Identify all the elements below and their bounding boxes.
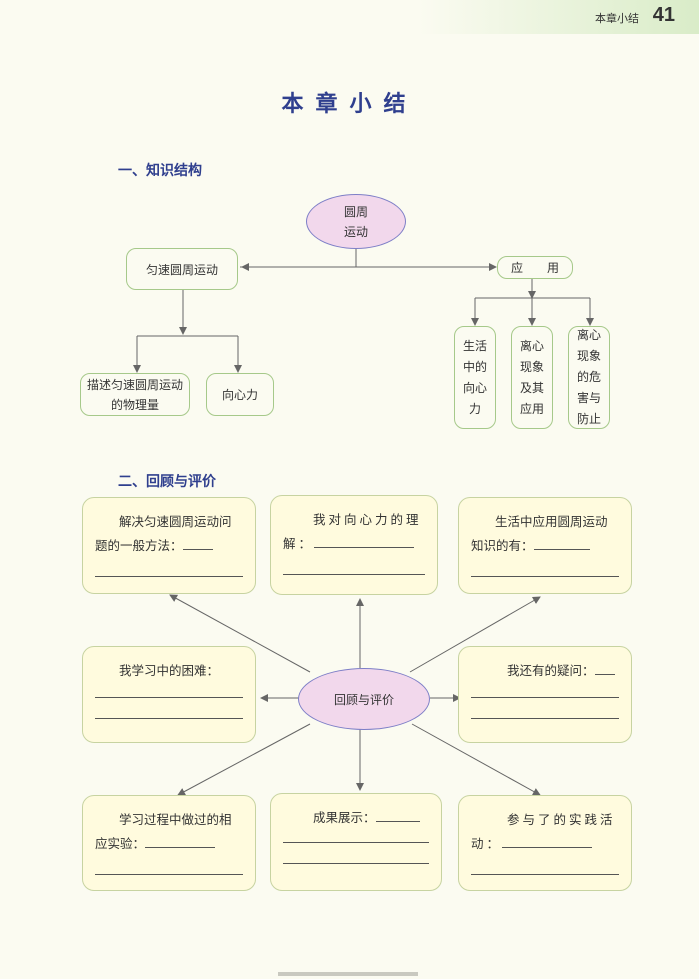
answer-blank[interactable] — [314, 533, 415, 548]
answer-line[interactable] — [471, 697, 619, 698]
review-box-everyday-applications: 生活中应用圆周运动知识的有： — [458, 497, 632, 594]
review-box-experiments: 学习过程中做过的相应实验： — [82, 795, 256, 891]
node-application: 应 用 — [497, 256, 573, 279]
review-box-achievements: 成果展示： — [270, 793, 442, 891]
node-uniform-circular-motion-label: 匀速圆周运动 — [145, 262, 218, 277]
review-box-difficulties-prompt: 我学习中的困难： — [119, 663, 220, 678]
node-app-everyday-centripetal-label: 生活中的向心力 — [462, 338, 487, 416]
review-center-label: 回顾与评价 — [333, 692, 394, 707]
node-app-centrifugal-uses: 离心现象及其应用 — [511, 326, 553, 429]
review-box-everyday-applications-prompt: 生活中应用圆周运动知识的有： — [471, 514, 608, 553]
answer-blank[interactable] — [533, 535, 590, 550]
review-box-practical-activities: 参与了的实践活动： — [458, 795, 632, 891]
answer-blank[interactable] — [375, 807, 420, 822]
page-number: 41 — [652, 4, 675, 26]
answer-line[interactable] — [95, 697, 243, 698]
node-circular-motion: 圆周运动 — [306, 194, 406, 249]
node-app-centrifugal-uses-label: 离心现象及其应用 — [519, 338, 544, 416]
node-circular-motion-label: 圆周运动 — [343, 204, 368, 239]
section-heading-knowledge-structure: 一、知识结构 — [118, 163, 202, 179]
node-describe-quantities: 描述匀速圆周运动的物理量 — [80, 373, 190, 416]
review-box-centripetal-understanding: 我对向心力的理解： — [270, 495, 438, 595]
answer-line[interactable] — [95, 874, 243, 875]
review-box-practical-activities-prompt: 参与了的实践活动： — [471, 812, 616, 851]
node-app-centrifugal-hazards: 离心现象的危害与防止 — [568, 326, 610, 429]
review-box-questions: 我还有的疑问： — [458, 646, 632, 743]
node-app-centrifugal-hazards-label: 离心现象的危害与防止 — [576, 328, 601, 426]
answer-line[interactable] — [471, 874, 619, 875]
section-heading-review: 二、回顾与评价 — [118, 474, 216, 490]
node-application-label: 应 用 — [510, 261, 559, 275]
page-title: 本章小结 — [281, 92, 418, 117]
review-box-experiments-prompt: 学习过程中做过的相应实验： — [95, 812, 232, 851]
answer-line[interactable] — [95, 576, 243, 577]
review-center-node: 回顾与评价 — [298, 668, 430, 730]
node-centripetal-force-label: 向心力 — [221, 388, 258, 402]
answer-line[interactable] — [283, 574, 425, 575]
review-box-achievements-prompt: 成果展示： — [313, 810, 376, 825]
review-box-method-prompt: 解决匀速圆周运动问题的一般方法： — [95, 514, 232, 553]
header-band — [0, 0, 699, 34]
answer-blank[interactable] — [145, 833, 216, 848]
answer-blank[interactable] — [502, 833, 593, 848]
answer-line[interactable] — [95, 718, 243, 719]
review-box-method: 解决匀速圆周运动问题的一般方法： — [82, 497, 256, 594]
running-header-section: 本章小结 — [595, 12, 639, 25]
node-app-everyday-centripetal: 生活中的向心力 — [454, 326, 496, 429]
node-describe-quantities-label: 描述匀速圆周运动的物理量 — [87, 377, 184, 412]
review-box-questions-prompt: 我还有的疑问： — [507, 663, 595, 678]
answer-line[interactable] — [283, 842, 429, 843]
footer-mark — [278, 972, 418, 976]
node-centripetal-force: 向心力 — [206, 373, 274, 416]
node-uniform-circular-motion: 匀速圆周运动 — [126, 248, 238, 290]
review-box-difficulties: 我学习中的困难： — [82, 646, 256, 743]
answer-line[interactable] — [283, 863, 429, 864]
answer-blank[interactable] — [182, 535, 213, 550]
answer-line[interactable] — [471, 576, 619, 577]
answer-line[interactable] — [471, 718, 619, 719]
review-box-centripetal-understanding-prompt: 我对向心力的理解： — [283, 512, 422, 551]
answer-blank[interactable] — [594, 660, 615, 675]
